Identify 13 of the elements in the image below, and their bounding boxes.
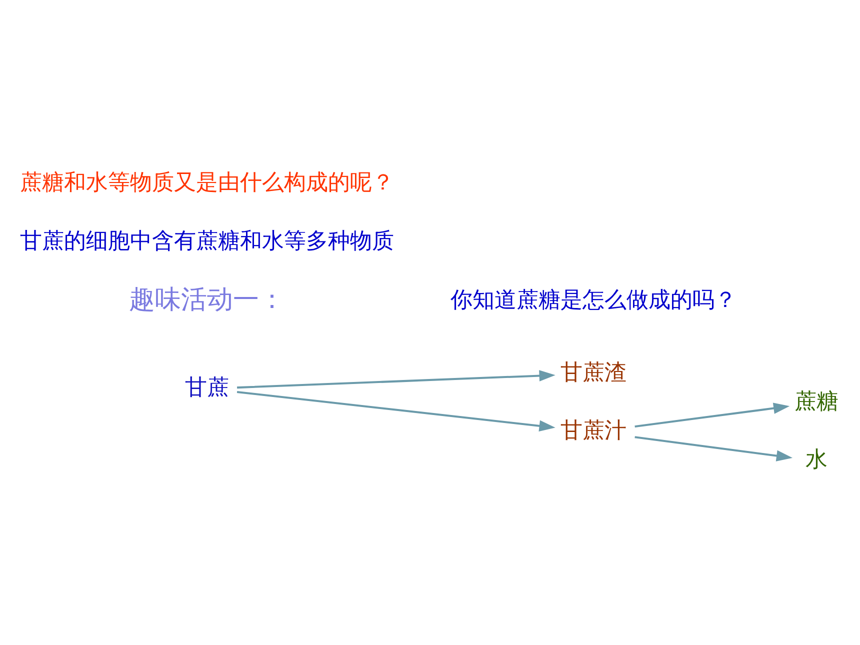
arrow — [236, 390, 556, 432]
node-text: 水 — [806, 448, 828, 473]
arrow — [634, 436, 793, 462]
label: 趣味活动一： — [128, 284, 285, 315]
node-text: 甘蔗 — [184, 375, 229, 400]
label: 你知道蔗糖是怎么做成的吗？ — [450, 288, 737, 314]
label: 蔗糖和水等物质又是由什么构成的呢？ — [20, 170, 394, 196]
node-text: 甘蔗汁 — [560, 418, 627, 444]
arrow — [237, 370, 556, 389]
arrow — [634, 402, 790, 428]
label: 甘蔗的细胞中含有蔗糖和水等多种物质 — [20, 228, 394, 254]
node-text: 甘蔗渣 — [560, 360, 627, 386]
node-text: 蔗糖 — [794, 389, 839, 414]
